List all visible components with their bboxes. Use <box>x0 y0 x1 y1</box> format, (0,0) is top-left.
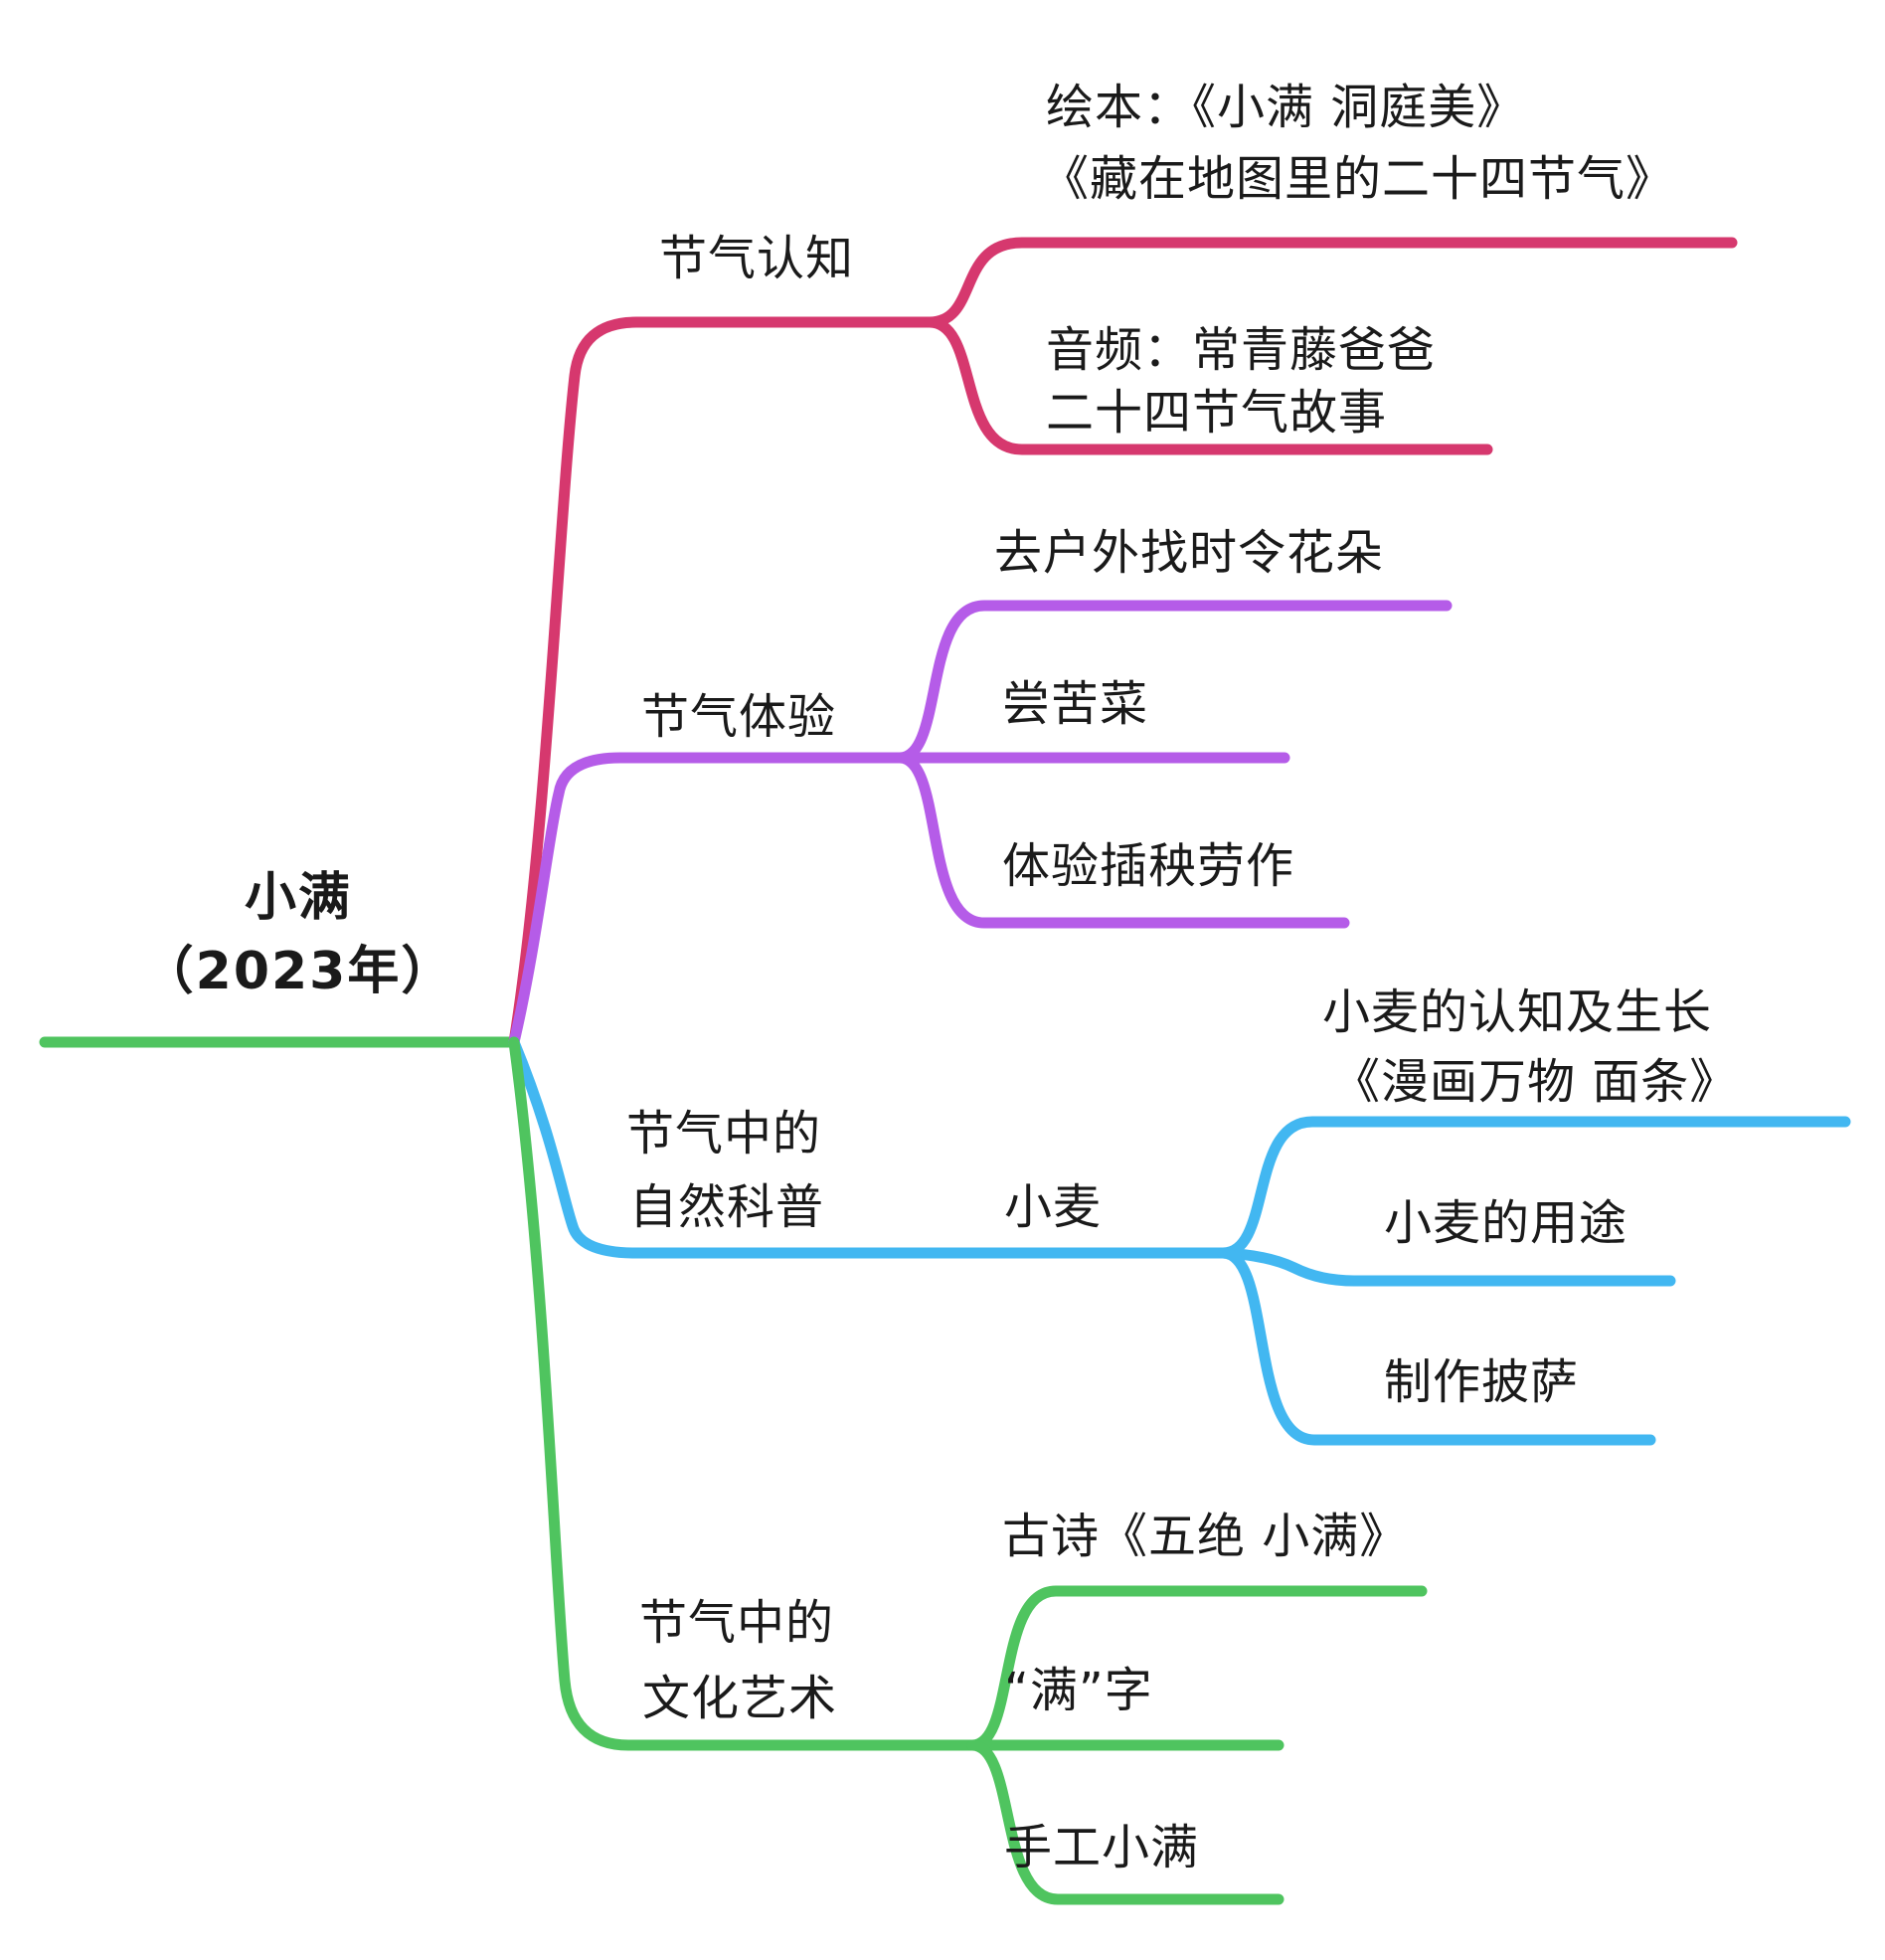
node-audio-line-1[interactable]: 音频：常青藤爸爸 <box>1046 322 1437 378</box>
link-experience-flowers <box>894 600 1453 764</box>
node-outdoor-flowers[interactable]: 去户外找时令花朵 <box>994 525 1385 581</box>
node-picture-books-line-2[interactable]: 《藏在地图里的二十四节气》 <box>1041 151 1675 207</box>
link-cognition-picture-books <box>924 237 1738 328</box>
node-handcraft[interactable]: 手工小满 <box>1004 1820 1200 1875</box>
link-make-pizza <box>1217 1247 1656 1446</box>
node-taste-kucai[interactable]: 尝苦菜 <box>1002 676 1149 732</box>
link-wheat-uses <box>1217 1247 1676 1287</box>
node-rice-planting[interactable]: 体验插秧劳作 <box>1002 838 1295 894</box>
link-cognition-trunk <box>508 316 936 1048</box>
link-science-trunk <box>508 1036 1229 1259</box>
link-experience-trunk <box>508 752 906 1048</box>
node-term-cognition[interactable]: 节气认知 <box>659 231 855 286</box>
node-ancient-poem[interactable]: 古诗《五绝 小满》 <box>1002 1509 1409 1564</box>
node-wheat-growth-line-2[interactable]: 《漫画万物 面条》 <box>1332 1054 1739 1110</box>
node-nature-science-line-1[interactable]: 节气中的 <box>626 1106 822 1161</box>
link-wheat-growth <box>1217 1116 1851 1259</box>
node-make-pizza[interactable]: 制作披萨 <box>1384 1354 1580 1410</box>
node-term-experience[interactable]: 节气体验 <box>641 689 837 745</box>
node-wheat[interactable]: 小麦 <box>1004 1179 1103 1235</box>
node-culture-art-line-2[interactable]: 文化艺术 <box>642 1671 838 1726</box>
node-wheat-uses[interactable]: 小麦的用途 <box>1384 1195 1628 1251</box>
link-cognition-audio <box>924 316 1493 455</box>
link-handcraft <box>966 1739 1285 1905</box>
node-wheat-growth-line-1[interactable]: 小麦的认知及生长 <box>1322 984 1713 1040</box>
link-culture-trunk <box>508 1036 978 1751</box>
root-node-line-1[interactable]: 小满 <box>244 868 353 928</box>
node-audio-line-2[interactable]: 二十四节气故事 <box>1046 385 1388 441</box>
link-experience-rice-planting <box>894 752 1350 929</box>
node-nature-science-line-2[interactable]: 自然科普 <box>629 1179 825 1235</box>
link-ancient-poem <box>966 1585 1428 1751</box>
node-picture-books-line-1[interactable]: 绘本：《小满 洞庭美》 <box>1046 80 1526 135</box>
root-node-line-2[interactable]: （2023年） <box>141 942 455 1001</box>
node-culture-art-line-1[interactable]: 节气中的 <box>639 1595 835 1651</box>
node-man-character[interactable]: “满”字 <box>1004 1663 1153 1718</box>
